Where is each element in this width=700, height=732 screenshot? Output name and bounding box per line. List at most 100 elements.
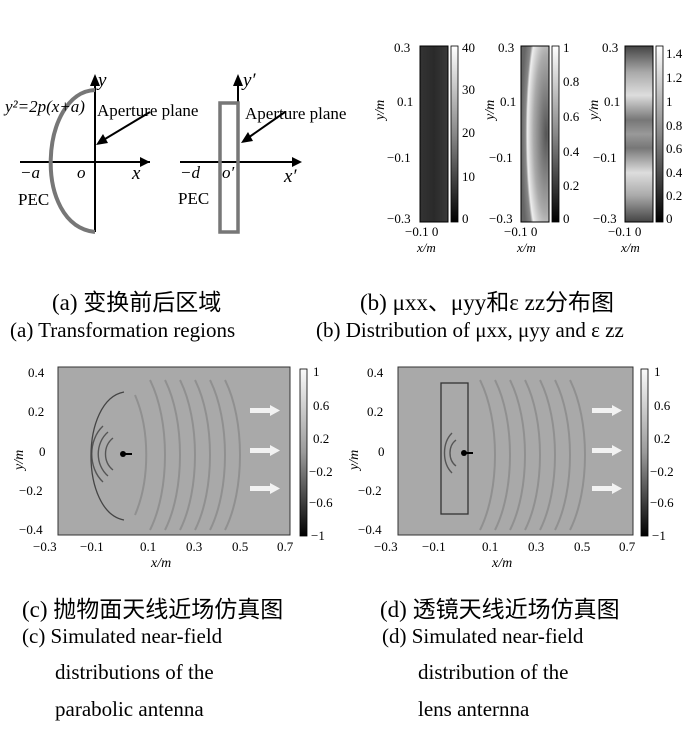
d-cbar-tick: 0.2 bbox=[654, 431, 671, 446]
d-ytick: 0.4 bbox=[367, 365, 384, 380]
b3-cbar-tick: 0.8 bbox=[666, 118, 683, 133]
c-ytick: −0.4 bbox=[19, 522, 43, 537]
b2-xticks: −0.1 0 bbox=[504, 224, 538, 239]
c-ytick: 0.2 bbox=[28, 404, 45, 419]
caption-b-cn: (b) μxx、μyy和ε zz分布图 bbox=[360, 290, 615, 315]
b3-cbar-tick: 1 bbox=[666, 94, 673, 109]
panel-c-plot bbox=[57, 366, 308, 537]
aperture-plane-prime-label: Aperture plane bbox=[245, 104, 347, 123]
axis-y-prime-label: y′ bbox=[243, 70, 256, 91]
b2-cbar-tick: 0.6 bbox=[563, 109, 580, 124]
caption-a-cn: (a) 变换前后区域 bbox=[52, 290, 222, 315]
d-ytick: −0.2 bbox=[358, 483, 382, 498]
axis-x-prime-label: x′ bbox=[284, 166, 297, 187]
b3-xlabel: x/m bbox=[621, 240, 640, 255]
d-xtick: 0.5 bbox=[574, 539, 591, 554]
panel-d-plot bbox=[397, 366, 649, 537]
b1-ytick: −0.1 bbox=[387, 150, 411, 165]
c-xtick: 0.3 bbox=[186, 539, 203, 554]
d-xtick: −0.1 bbox=[422, 539, 446, 554]
d-ytick: 0.2 bbox=[367, 404, 384, 419]
c-cbar-tick: −0.2 bbox=[309, 464, 333, 479]
b2-cbar-tick: 0.4 bbox=[563, 144, 580, 159]
c-xtick: 0.1 bbox=[140, 539, 157, 554]
b3-ytick: 0.3 bbox=[602, 40, 619, 55]
caption-c-en-3: parabolic antenna bbox=[55, 697, 204, 721]
d-ytick: 0 bbox=[378, 444, 385, 459]
d-xtick: 0.3 bbox=[528, 539, 545, 554]
pec-label: PEC bbox=[18, 190, 50, 209]
b3-cbar-tick: 0 bbox=[666, 211, 673, 226]
origin-prime-label: o′ bbox=[222, 163, 235, 182]
b1-xlabel: x/m bbox=[417, 240, 436, 255]
caption-c-cn: (c) 抛物面天线近场仿真图 bbox=[22, 597, 284, 622]
panel-d-xlabel: x/m bbox=[492, 556, 513, 571]
b1-ytick: 0.1 bbox=[397, 94, 414, 109]
b3-ytick: 0.1 bbox=[604, 94, 621, 109]
neg-d-label: −d bbox=[180, 163, 200, 182]
panel-c-xlabel: x/m bbox=[151, 556, 172, 571]
b3-xticks: −0.1 0 bbox=[608, 224, 642, 239]
caption-c-en-1: (c) Simulated near-field bbox=[22, 624, 223, 648]
panel-b-maps bbox=[419, 45, 664, 223]
b1-ytick: 0.3 bbox=[394, 40, 411, 55]
b3-cbar-tick: 1.2 bbox=[666, 70, 683, 85]
c-cbar-tick: −0.6 bbox=[309, 495, 333, 510]
b3-cbar-tick: 0.4 bbox=[666, 165, 683, 180]
b2-ytick: −0.1 bbox=[489, 150, 513, 165]
b1-cbar-tick: 30 bbox=[462, 82, 475, 97]
b3-cbar-tick: 1.4 bbox=[666, 46, 683, 61]
c-ytick: 0 bbox=[39, 444, 46, 459]
b1-cbar-tick: 40 bbox=[462, 40, 475, 55]
b1-ytick: −0.3 bbox=[387, 211, 411, 226]
caption-d-cn: (d) 透镜天线近场仿真图 bbox=[380, 597, 620, 622]
d-xtick: 0.7 bbox=[619, 539, 636, 554]
c-xtick: 0.7 bbox=[277, 539, 294, 554]
b2-ytick: 0.3 bbox=[498, 40, 515, 55]
panel-b2-ylabel: y/m bbox=[483, 99, 498, 120]
b1-cbar-tick: 0 bbox=[462, 211, 469, 226]
d-xtick: 0.1 bbox=[482, 539, 499, 554]
caption-b-en: (b) Distribution of μxx, μyy and ε zz bbox=[316, 318, 624, 342]
b2-xlabel: x/m bbox=[517, 240, 536, 255]
c-cbar-tick: 1 bbox=[313, 364, 320, 379]
axis-x-label: x bbox=[132, 163, 141, 184]
caption-d-en-1: (d) Simulated near-field bbox=[382, 624, 584, 648]
b2-cbar-tick: 0.8 bbox=[563, 74, 580, 89]
caption-d-en-3: lens anternna bbox=[418, 697, 530, 721]
aperture-plane-label: Aperture plane bbox=[97, 101, 199, 120]
c-cbar-tick: 0.2 bbox=[313, 431, 330, 446]
c-ytick: 0.4 bbox=[28, 365, 45, 380]
d-ytick: −0.4 bbox=[358, 522, 382, 537]
d-cbar-tick: −0.6 bbox=[650, 495, 674, 510]
b3-cbar-tick: 0.6 bbox=[666, 141, 683, 156]
pec-prime-label: PEC bbox=[178, 189, 210, 208]
c-cbar-tick: 0.6 bbox=[313, 398, 330, 413]
panel-a-diagram bbox=[20, 74, 302, 234]
d-cbar-tick: −1 bbox=[652, 528, 666, 543]
b2-cbar-tick: 0.2 bbox=[563, 178, 580, 193]
b1-xticks: −0.1 0 bbox=[405, 224, 439, 239]
b2-cbar-tick: 1 bbox=[563, 40, 570, 55]
b2-ytick: 0.1 bbox=[500, 94, 517, 109]
c-cbar-tick: −1 bbox=[311, 528, 325, 543]
b3-cbar-tick: 0.2 bbox=[666, 188, 683, 203]
panel-c-ylabel: y/m bbox=[12, 449, 27, 470]
b3-ytick: −0.3 bbox=[593, 211, 617, 226]
b2-cbar-tick: 0 bbox=[563, 211, 570, 226]
b2-ytick: −0.3 bbox=[489, 211, 513, 226]
c-ytick: −0.2 bbox=[19, 483, 43, 498]
b1-cbar-tick: 20 bbox=[462, 125, 475, 140]
panel-b-ylabel: y/m bbox=[373, 99, 388, 120]
caption-a-en: (a) Transformation regions bbox=[10, 318, 236, 342]
d-cbar-tick: 1 bbox=[654, 364, 661, 379]
neg-a-label: −a bbox=[20, 163, 40, 182]
d-cbar-tick: −0.2 bbox=[650, 464, 674, 479]
parabola-equation: y²=2p(x+a) bbox=[5, 97, 85, 116]
panel-d-ylabel: y/m bbox=[347, 449, 362, 470]
d-cbar-tick: 0.6 bbox=[654, 398, 671, 413]
axis-y-label: y bbox=[98, 70, 107, 91]
origin-label: o bbox=[77, 163, 86, 182]
panel-b3-ylabel: y/m bbox=[587, 99, 602, 120]
